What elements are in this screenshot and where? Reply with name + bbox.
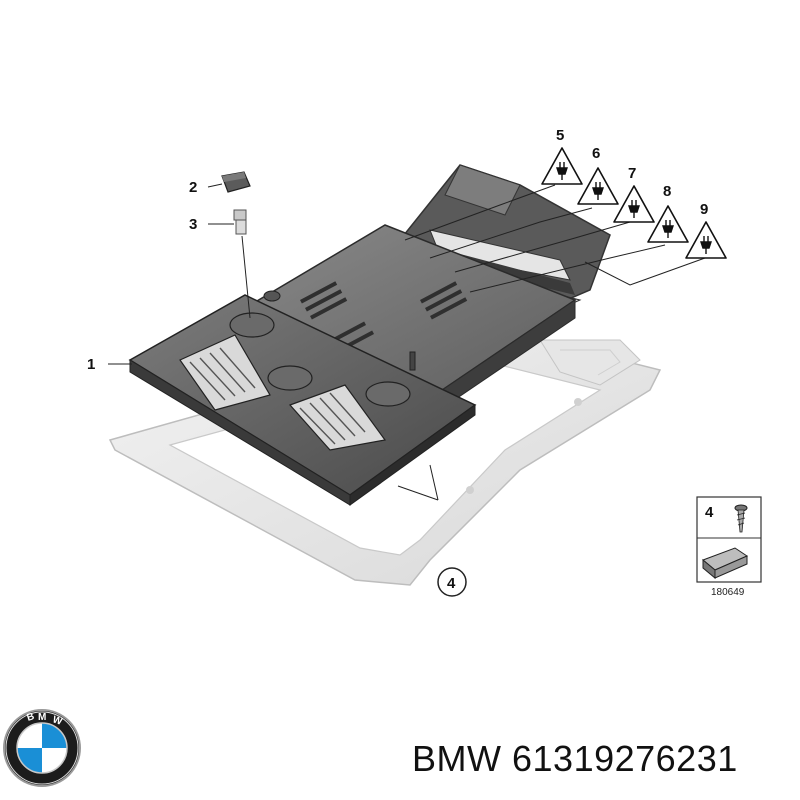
plug-warning-icon xyxy=(647,205,689,243)
part-2-cap xyxy=(221,171,251,193)
part-3-clip xyxy=(233,209,247,235)
control-module-box xyxy=(223,224,577,423)
svg-text:M: M xyxy=(38,712,46,723)
callout-4-circle: 4 xyxy=(437,567,467,597)
screw-legend-box: 4 180649 xyxy=(696,496,762,598)
callout-1: 1 xyxy=(87,356,95,373)
plug-warning-icon xyxy=(541,147,583,185)
plug-warning-icon xyxy=(685,221,727,259)
diagram-ref-code: 180649 xyxy=(711,587,745,598)
callout-9: 9 xyxy=(700,201,708,218)
callout-8: 8 xyxy=(663,183,671,200)
mounting-surface-icon xyxy=(702,547,749,580)
callout-2: 2 xyxy=(189,179,197,196)
callout-4: 4 xyxy=(447,575,456,592)
plug-warning-icon xyxy=(613,185,655,223)
svg-text:W: W xyxy=(51,714,64,728)
screw-icon xyxy=(734,504,748,533)
callout-6: 6 xyxy=(592,145,600,162)
callout-3: 3 xyxy=(189,216,197,233)
plug-warning-icon xyxy=(577,167,619,205)
part-number: 61319276231 xyxy=(512,738,738,779)
callout-5: 5 xyxy=(556,127,564,144)
leader-lines xyxy=(108,183,706,501)
brand-and-part-number: BMW 61319276231 xyxy=(412,738,738,780)
brand-name: BMW xyxy=(412,738,502,779)
legend-part-number: 4 xyxy=(705,504,714,521)
base-plate xyxy=(128,290,477,506)
svg-text:B: B xyxy=(26,711,36,724)
callout-7: 7 xyxy=(628,165,636,182)
plug-warning-icons xyxy=(541,147,727,259)
bmw-roundel-icon: B M W xyxy=(3,709,81,787)
